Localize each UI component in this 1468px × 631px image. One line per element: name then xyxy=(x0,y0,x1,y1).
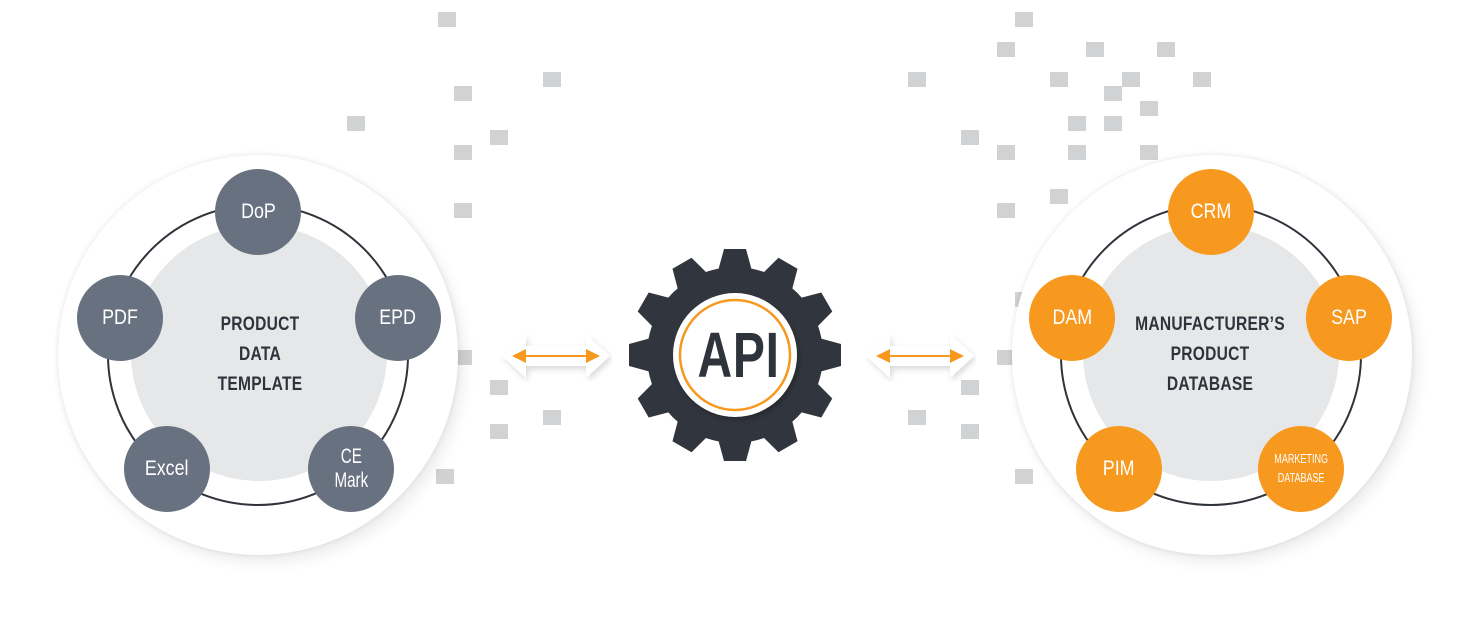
decor-square xyxy=(347,116,365,131)
decor-square xyxy=(543,72,561,87)
decor-square xyxy=(1193,72,1211,87)
node-label: PIM xyxy=(1103,457,1135,480)
node-dam: DAM xyxy=(1029,275,1115,361)
node-label: PDF xyxy=(102,306,138,329)
cluster-title: PRODUCT DATA TEMPLATE xyxy=(178,310,342,400)
node-label-line: MARKETING xyxy=(1274,452,1328,466)
decor-square xyxy=(1015,469,1033,484)
decor-square xyxy=(490,130,508,145)
decor-square xyxy=(961,130,979,145)
node-label: CRM xyxy=(1190,200,1232,223)
title-line: DATA xyxy=(239,344,281,365)
node-label-line: CE xyxy=(340,445,362,468)
decor-square xyxy=(1015,12,1033,27)
node-label: DoP xyxy=(240,200,276,223)
node-sap: SAP xyxy=(1306,275,1392,361)
node-label: EPD xyxy=(379,306,417,329)
decor-square xyxy=(997,350,1015,365)
decor-square xyxy=(1050,72,1068,87)
decor-square xyxy=(997,203,1015,218)
decor-square xyxy=(961,424,979,439)
decor-square xyxy=(438,12,456,27)
decor-square xyxy=(490,424,508,439)
gear-icon xyxy=(629,249,841,461)
decor-square xyxy=(1068,145,1086,160)
cluster-title: MANUFACTURER’S PRODUCT DATABASE xyxy=(1116,310,1305,400)
decor-square xyxy=(1157,42,1175,57)
decor-square xyxy=(1140,145,1158,160)
node-epd: EPD xyxy=(355,275,441,361)
title-line: DATABASE xyxy=(1166,374,1254,395)
decor-square xyxy=(543,410,561,425)
decor-square xyxy=(997,42,1015,57)
title-line: PRODUCT xyxy=(220,314,300,335)
node-crm: CRM xyxy=(1168,169,1254,255)
node-pim: PIM xyxy=(1076,426,1162,512)
decor-square xyxy=(908,72,926,87)
node-label: MARKETING DATABASE xyxy=(1269,450,1332,488)
decor-square xyxy=(1104,86,1122,101)
decor-square xyxy=(961,380,979,395)
title-line: MANUFACTURER’S xyxy=(1135,314,1285,335)
title-line: PRODUCT xyxy=(1170,344,1250,365)
decor-square xyxy=(1122,72,1140,87)
decor-square xyxy=(454,145,472,160)
decor-square xyxy=(1068,116,1086,131)
node-pdf: PDF xyxy=(77,275,163,361)
node-marketing-database: MARKETING DATABASE xyxy=(1258,426,1344,512)
node-excel: Excel xyxy=(124,426,210,512)
node-label: SAP xyxy=(1331,306,1367,329)
decor-square xyxy=(490,380,508,395)
api-label: API xyxy=(697,319,780,391)
decor-square xyxy=(1086,42,1104,57)
decor-square xyxy=(1104,116,1122,131)
node-label-line: Mark xyxy=(334,469,368,492)
decor-square xyxy=(454,203,472,218)
title-line: TEMPLATE xyxy=(217,374,303,395)
decor-square xyxy=(1050,189,1068,204)
decor-square xyxy=(908,410,926,425)
node-dop: DoP xyxy=(215,169,301,255)
node-label: Excel xyxy=(145,457,189,480)
node-label-line: DATABASE xyxy=(1277,471,1325,485)
decor-square xyxy=(436,469,454,484)
decor-square xyxy=(454,350,472,365)
double-arrow-icon xyxy=(866,334,974,378)
decor-square xyxy=(454,86,472,101)
node-label: DAM xyxy=(1052,306,1092,329)
decor-square xyxy=(1140,101,1158,116)
decor-square xyxy=(997,145,1015,160)
double-arrow-icon xyxy=(502,334,610,378)
